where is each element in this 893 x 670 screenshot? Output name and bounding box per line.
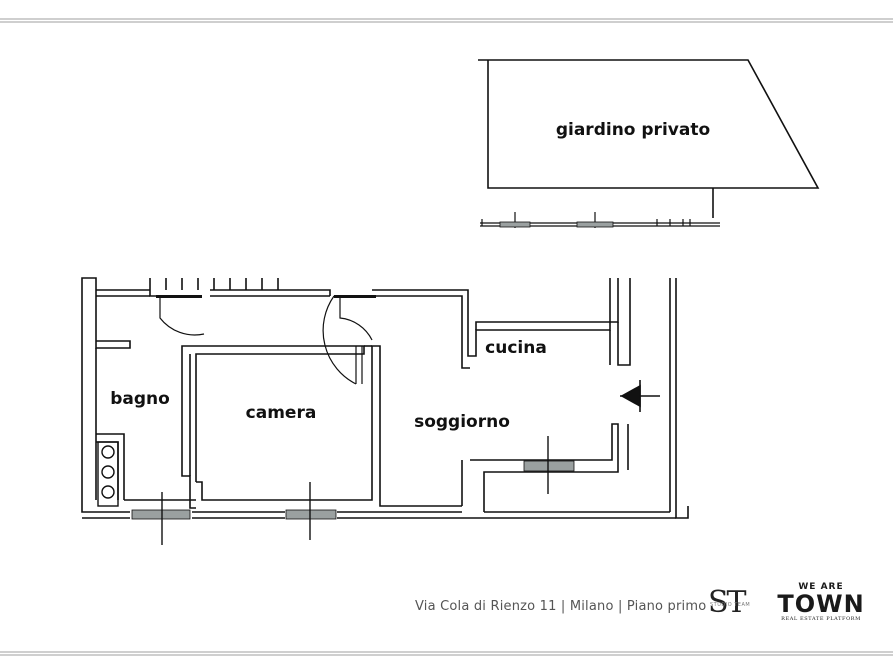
- st-logo-caption: STUDIO TEAM: [710, 602, 751, 608]
- room-label-living: soggiorno: [414, 412, 510, 432]
- door-thresholds: [156, 295, 376, 298]
- town-logo-top: WE ARE: [798, 582, 844, 592]
- town-logo-tagline: REAL ESTATE PLATFORM: [781, 616, 861, 622]
- we-are-town-logo: WE ARE TOWN REAL ESTATE PLATFORM: [776, 582, 866, 623]
- page-frame: [0, 18, 893, 656]
- room-label-garden: giardino privato: [556, 120, 710, 140]
- window-axes: [161, 436, 549, 545]
- room-label-bedroom: camera: [246, 403, 317, 423]
- walls: [81, 277, 689, 519]
- st-logo: ST STUDIO TEAM: [708, 585, 764, 625]
- top-wall-ticks: [149, 278, 279, 290]
- town-logo-main: TOWN: [777, 590, 865, 618]
- garden-windows: [499, 221, 614, 228]
- entrance-arrow: [620, 380, 660, 412]
- bathroom-fixtures: [97, 441, 119, 507]
- room-label-bathroom: bagno: [110, 389, 170, 409]
- room-label-kitchen: cucina: [485, 338, 547, 358]
- property-address: Via Cola di Rienzo 11 | Milano | Piano p…: [415, 599, 707, 614]
- st-logo-mark: ST: [708, 585, 747, 620]
- garden-outline: [478, 59, 820, 218]
- doors: [159, 295, 373, 385]
- windows: [131, 460, 575, 520]
